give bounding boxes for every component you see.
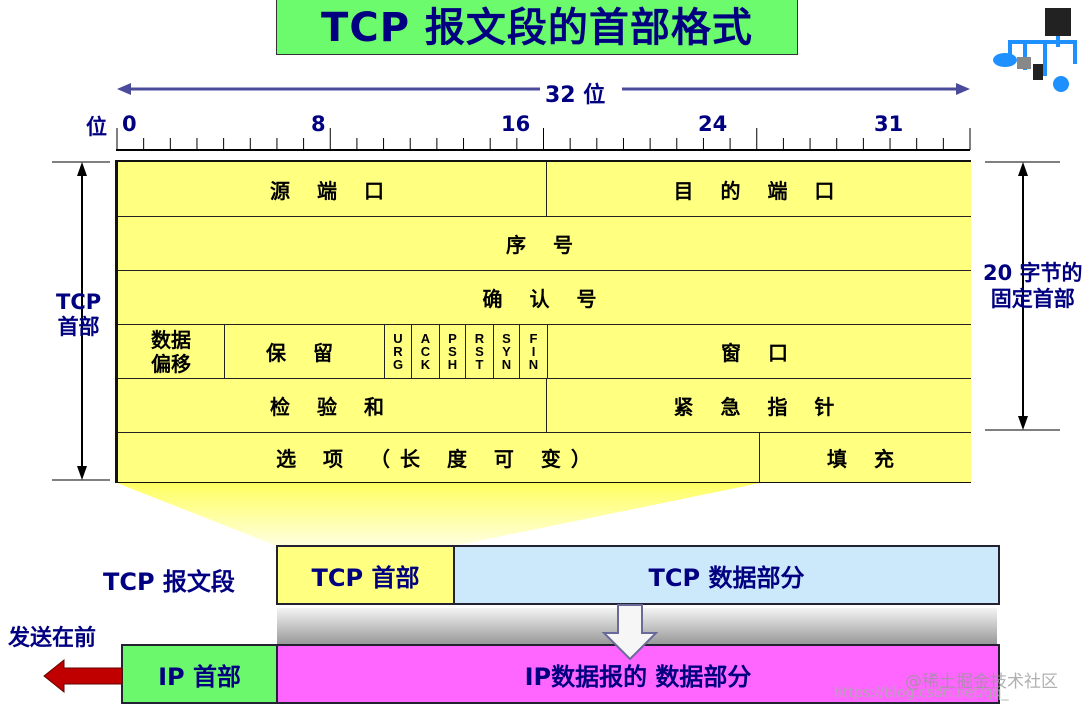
tick-label: 31 (874, 112, 904, 136)
tcp-header-box: TCP 首部 (276, 545, 455, 605)
ip-header-box: IP 首部 (121, 644, 278, 704)
watermark-url: https://blog.csdn.net/qq_ (834, 685, 1009, 701)
expansion-shape (117, 483, 760, 546)
data-offset-field: 数据偏移 (118, 325, 225, 379)
tick-label: 24 (698, 112, 728, 136)
flag-syn-label: SYN (501, 331, 512, 372)
source-port-field: 源 端 口 (118, 162, 547, 217)
flag-rst: RST (466, 325, 494, 379)
page-title: TCP 报文段的首部格式 (276, 0, 798, 55)
flag-fin: FIN (520, 325, 548, 379)
options-field: 选 项 （长 度 可 变） (118, 433, 760, 482)
padding-field: 填 充 (760, 433, 971, 482)
fixed-header-label: 20 字节的固定首部 (983, 261, 1083, 311)
ip-data-box: IP数据报的 数据部分 (276, 644, 1000, 704)
checksum-field: 检 验 和 (118, 379, 547, 433)
flag-rst-label: RST (474, 331, 485, 372)
flag-syn: SYN (494, 325, 520, 379)
arrow-left-icon (117, 83, 131, 95)
watermark-brand: @稀土掘金技术社区 (905, 672, 1058, 692)
window-field: 窗 口 (548, 325, 971, 379)
bit-ruler (116, 83, 971, 151)
dest-port-field: 目 的 端 口 (547, 162, 971, 217)
reserved-field: 保 留 (225, 325, 385, 379)
width-label: 32 位 (545, 83, 606, 108)
urgent-pointer-field: 紧 急 指 针 (547, 379, 971, 433)
bit-unit-label: 位 (86, 115, 107, 139)
tcp-data-box: TCP 数据部分 (453, 545, 1000, 605)
tcp-header-table: 源 端 口 目 的 端 口 序 号 确 认 号 数据偏移 保 留 URG ACK… (115, 160, 971, 483)
flag-urg-label: URG (392, 331, 404, 372)
flag-fin-label: FIN (528, 331, 539, 372)
brackets (52, 161, 1060, 546)
tick-label: 0 (122, 112, 137, 136)
tick-label: 8 (311, 112, 326, 136)
flag-ack-label: ACK (420, 331, 431, 372)
sequence-field: 序 号 (118, 217, 971, 271)
arrow-left-icon (43, 658, 123, 694)
flag-psh-label: PSH (447, 331, 458, 372)
flag-psh: PSH (440, 325, 466, 379)
network-icon (993, 8, 1077, 92)
arrow-right-icon (956, 83, 970, 95)
tick-label: 16 (501, 112, 531, 136)
tcp-segment-label: TCP 报文段 (103, 568, 235, 596)
flag-urg: URG (385, 325, 412, 379)
down-arrow-icon (601, 604, 659, 661)
flag-ack: ACK (412, 325, 440, 379)
ack-field: 确 认 号 (118, 271, 971, 325)
send-first-label: 发送在前 (8, 626, 97, 651)
